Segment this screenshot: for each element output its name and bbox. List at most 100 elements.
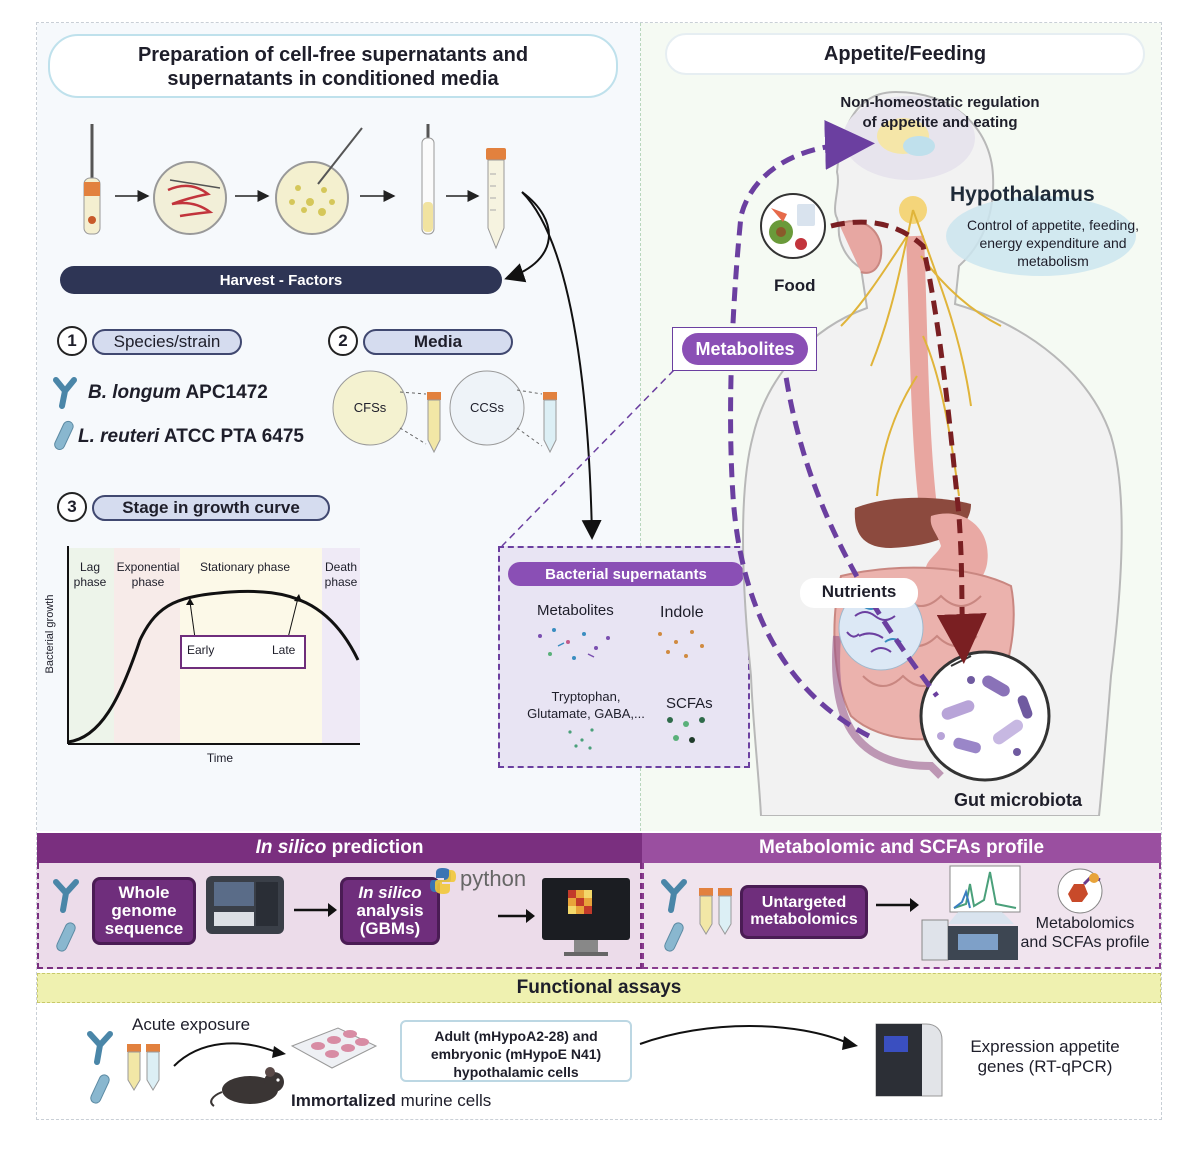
bacterial-supernatants-title-text: Bacterial supernatants [545,565,707,583]
phase-exponential-label: Exponential phase [116,560,180,589]
whole-genome-sequence-box: Whole genome sequence [92,877,196,945]
wgs-line2: genome [111,901,177,921]
untargeted-line2: metabolomics [750,911,858,928]
insilico-title-rest: prediction [326,837,424,858]
insilico-analysis-line3: (GBMs) [359,918,421,938]
metabolite-dots [538,628,610,660]
strain-1-species: B. longum [88,382,181,403]
hypothalamic-cells-box: Adult (mHypoA2-28) and embryonic (mHypoE… [400,1020,632,1082]
media-ccss-label: CCSs [470,400,504,415]
immortalized-bold: Immortalized [291,1091,396,1110]
media-diagram [332,370,557,454]
factor-1-pill: Species/strain [92,329,242,355]
gut-microbiota-label: Gut microbiota [954,790,1083,810]
strain-2-species: L. reuteri [78,426,160,447]
cells-line3: hypothalamic cells [453,1064,579,1080]
nonhomeostatic-label: Non-homeostatic regulation of appetite a… [820,93,1060,133]
arrow-icon [876,898,919,912]
media-cfss-label: CFSs [353,400,387,415]
bifidobacterium-icon [53,377,77,409]
heatmap-monitor-icon [542,878,630,956]
supernatant-metabolites-label: Metabolites [537,602,614,619]
harvest-arrows [504,191,602,540]
human-body-illustration [728,90,1136,816]
preparation-title: Preparation of cell-free supernatants an… [48,34,618,98]
insilico-title-bar: In silico prediction [37,833,642,863]
factor-3-pill: Stage in growth curve [92,495,330,521]
metabolites-callout: Metabolites [682,333,808,365]
factor-1-number: 1 [57,326,87,356]
sequencer-icon [206,876,284,934]
liquid-culture-tube-icon [421,124,435,235]
preparation-title-line2: supernatants in conditioned media [167,68,499,90]
vagus-nerve-lines [840,209,1002,497]
growth-ylabel: Bacterial growth [44,594,56,674]
immortalized-label: Immortalized murine cells [291,1091,491,1111]
expression-line2: genes (RT-qPCR) [977,1057,1113,1076]
mouse-icon [210,1067,284,1107]
insilico-title-italic: In silico [255,837,327,858]
colony-plate-icon [275,127,363,235]
functional-title-bar: Functional assays [37,973,1161,1003]
insilico-analysis-line1: In silico [358,883,422,903]
factor-3-number: 3 [57,492,87,522]
cells-line2: embryonic (mHypoE N41) [430,1046,602,1062]
cfs-tube-icon [427,392,441,454]
metabolites-callout-label: Metabolites [695,338,795,359]
insilico-title: In silico prediction [256,837,424,859]
well-plate-icon [290,1027,378,1069]
supernatant-scfas-label: SCFAs [666,695,713,712]
strain-1: B. longum APC1472 [88,382,268,404]
appetite-title-text: Appetite/Feeding [823,43,987,65]
lactobacillus-icon [54,420,74,450]
food-label: Food [774,276,816,295]
sample-tubes-icon [699,888,732,935]
wgs-line1: Whole [118,883,170,903]
nonhomeostatic-line1: Non-homeostatic regulation [840,94,1040,111]
cells-line1: Adult (mHypoA2-28) and [434,1028,598,1044]
falcon-tube-icon [486,148,506,250]
hypothalamus-description: Control of appetite, feeding, energy exp… [950,216,1156,270]
strain-2-id: ATCC PTA 6475 [159,426,304,447]
expression-genes-label: Expression appetite genes (RT-qPCR) [950,1037,1140,1077]
insilico-bacteria-icons [53,879,79,952]
metabolomics-result-label: Metabolomics and SCFAs profile [1012,914,1158,952]
growth-curve [67,546,360,745]
acute-exposure-label: Acute exposure [132,1015,251,1034]
preparation-title-line1: Preparation of cell-free supernatants an… [137,44,529,66]
exposure-arrow [173,1042,286,1067]
lag-phase-region [68,548,114,744]
metabolomic-title: Metabolomic and SCFAs profile [758,837,1045,858]
arrow-icon [294,903,337,917]
sampling-window-box [180,635,306,669]
indole-dots [658,630,704,658]
exponential-phase-region [114,548,180,744]
untargeted-metabolomics-box: Untargeted metabolomics [740,885,868,939]
growth-xlabel: Time [206,751,234,765]
metabolites-to-gut-arrow [780,355,939,698]
appetite-title: Appetite/Feeding [665,33,1145,75]
functional-bacteria-icons [87,1031,113,1104]
esophagus [906,235,938,518]
molecule-icon [1057,868,1103,914]
factor-1-label: Species/strain [113,332,221,351]
python-logo-icon [430,868,456,894]
nutrients-label: Nutrients [800,578,918,608]
hypothalamus-desc-line2: energy expenditure and [979,235,1127,251]
factor-2-number: 2 [328,326,358,356]
harvest-factors-bar: Harvest - Factors [60,266,502,294]
figure-frame [36,22,1162,1120]
python-label: python [460,866,527,891]
insilico-analysis-box: In silico analysis (GBMs) [340,877,440,945]
metabolomics-result-line1: Metabolomics [1035,915,1135,932]
supernatant-tryptophan-line2: Glutamate, GABA,... [527,706,645,721]
strain-1-id: APC1472 [180,382,268,403]
growth-late-label: Late [272,643,296,657]
hypothalamus-desc-line1: Control of appetite, feeding, [966,217,1139,233]
bacterial-supernatants-title: Bacterial supernatants [508,562,744,586]
wgs-line3: sequence [104,918,184,938]
arrow-icon [498,909,535,923]
expression-line1: Expression appetite [970,1037,1120,1056]
insilico-analysis-line2: analysis [356,901,424,921]
factor-2-label: Media [413,332,463,351]
